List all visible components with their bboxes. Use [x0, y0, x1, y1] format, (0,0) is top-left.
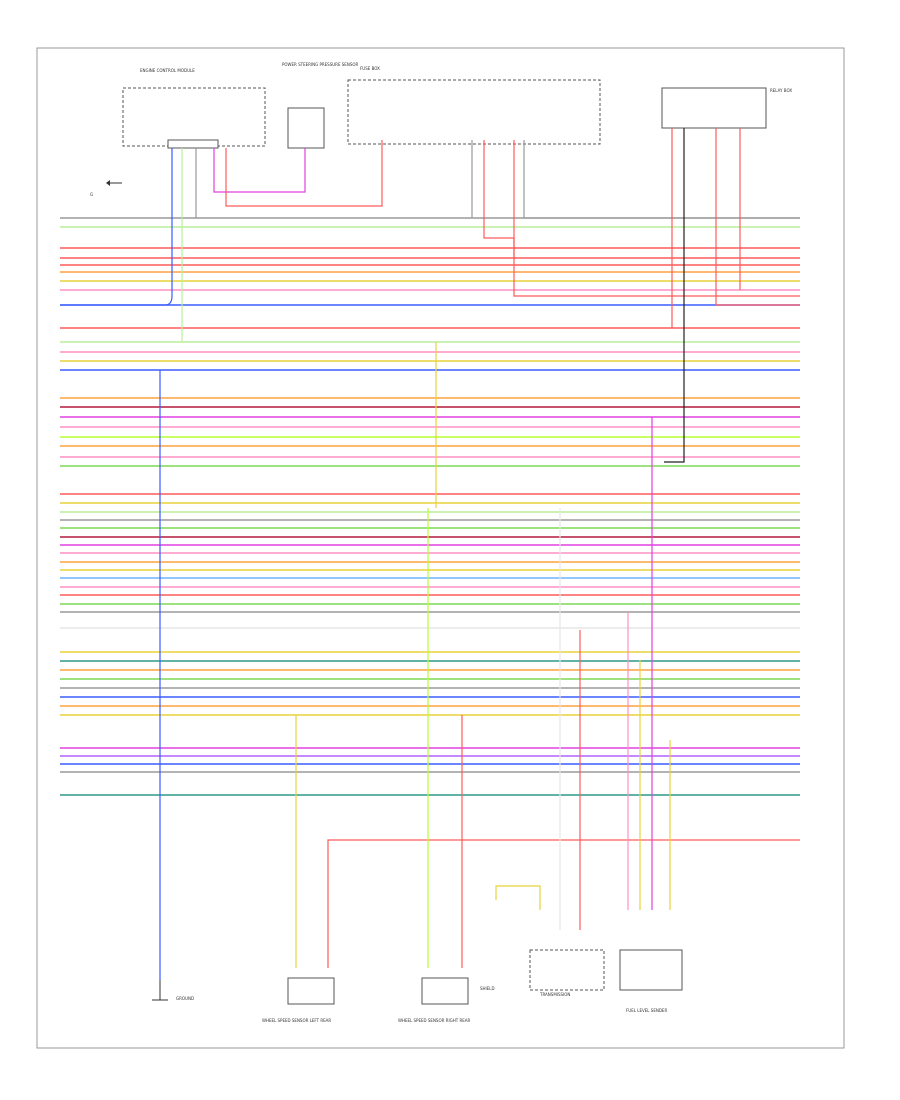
trailer-ground-label: GROUND — [176, 996, 194, 1001]
vertical-wires-bottom — [295, 417, 800, 968]
wire-bundle — [60, 217, 800, 796]
fuel-level-sender-label: FUEL LEVEL SENDER — [626, 1008, 667, 1013]
fuse-box: FUSE BOX — [347, 66, 601, 145]
ground-top-icon: G — [90, 180, 122, 197]
shield-marker: SHIELD — [480, 986, 495, 991]
relay-box-label: RELAY BOX — [770, 88, 792, 93]
engine-control-module-top: ENGINE CONTROL MODULE — [122, 68, 266, 149]
fuse-box-label: FUSE BOX — [360, 66, 380, 71]
transmission-module: TRANSMISSION — [529, 949, 605, 997]
power-steering-sensor-label: POWER STEERING PRESSURE SENSOR — [282, 62, 359, 67]
speed-sensor-left: WHEEL SPEED SENSOR LEFT REAR — [262, 977, 335, 1023]
power-steering-sensor: POWER STEERING PRESSURE SENSOR — [282, 62, 359, 149]
transmission-module-label: TRANSMISSION — [539, 992, 570, 997]
vertical-wires-top — [60, 128, 800, 980]
ground-top-label: G — [90, 192, 93, 197]
speed-sensor-right: WHEEL SPEED SENSOR RIGHT REAR — [398, 977, 470, 1023]
page-frame — [36, 47, 845, 1049]
trailer-ground: GROUND — [152, 980, 194, 1001]
engine-control-module-label: ENGINE CONTROL MODULE — [140, 68, 195, 73]
fuel-level-sender: FUEL LEVEL SENDER — [619, 949, 683, 1013]
relay-box: RELAY BOX — [661, 87, 792, 129]
shield-label: SHIELD — [480, 986, 495, 991]
speed-sensor-left-label: WHEEL SPEED SENSOR LEFT REAR — [262, 1018, 331, 1023]
speed-sensor-right-label: WHEEL SPEED SENSOR RIGHT REAR — [398, 1018, 470, 1023]
